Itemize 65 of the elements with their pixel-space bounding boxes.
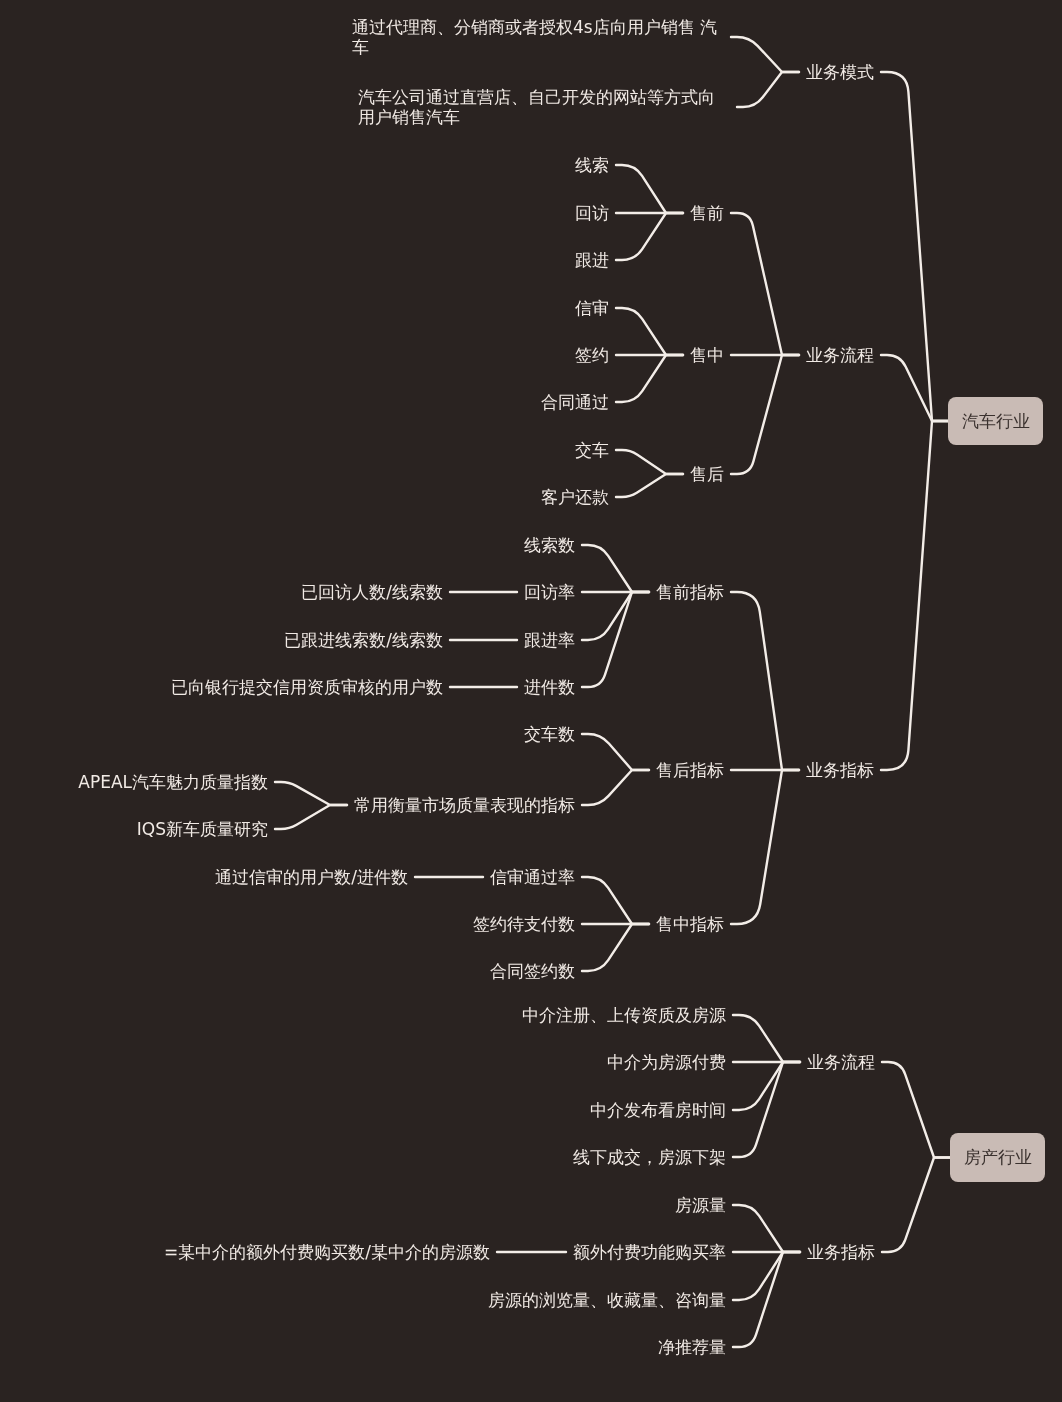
topic-text: APEAL汽车魅力质量指数 [78,771,268,793]
topic-text: =某中介的额外付费购买数/某中介的房源数 [164,1241,490,1263]
connector-line [580,768,651,807]
topic-text: 通过代理商、分销商或者授权4s店向用户销售 汽车 [352,16,724,58]
topic-text: 合同通过 [541,391,609,413]
connector-line [614,211,685,262]
connector-line [273,803,349,831]
topic-text: 房源量 [675,1194,726,1216]
connector-line [448,590,519,594]
connector-line [448,685,519,689]
topic-text: 进件数 [524,676,575,698]
topic-text: 售中指标 [656,913,724,935]
topic-text: 已向银行提交信用资质审核的用户数 [171,676,443,698]
topic-text: 中介发布看房时间 [590,1099,726,1121]
topic-text: 信审 [575,297,609,319]
topic-text: 房源的浏览量、收藏量、咨询量 [488,1289,726,1311]
topic-text: 签约待支付数 [473,913,575,935]
topic-text: 交车 [575,439,609,461]
connector-line [731,1250,802,1349]
topic-text: 线索 [575,154,609,176]
topic-text: 售前 [690,202,724,224]
topic-text: 业务模式 [806,61,874,83]
root-topic-box: 汽车行业 [948,397,1043,445]
connector-line [495,1250,568,1254]
topic-text: 已回访人数/线索数 [301,581,443,603]
topic-text: 汽车公司通过直营店、自己开发的网站等方式向用户销售汽车 [358,86,730,128]
topic-text: 中介注册、上传资质及房源 [522,1004,726,1026]
connector-line [580,922,651,973]
topic-text: 售中 [690,344,724,366]
topic-text: 业务流程 [807,1051,875,1073]
topic-text: 已跟进线索数/线索数 [284,629,443,651]
topic-text: 常用衡量市场质量表现的指标 [354,794,575,816]
topic-text: 跟进率 [524,629,575,651]
topic-text: 回访率 [524,581,575,603]
topic-text: 售前指标 [656,581,724,603]
topic-text: 业务指标 [807,1241,875,1263]
topic-text: 售后 [690,463,724,485]
topic-text: 线下成交，房源下架 [573,1146,726,1168]
topic-text: 信审通过率 [490,866,575,888]
connector-line [614,472,685,499]
topic-text: 合同签约数 [490,960,575,982]
topic-text: 通过信审的用户数/进件数 [215,866,408,888]
topic-text: 交车数 [524,723,575,745]
topic-text: 线索数 [524,534,575,556]
connector-line [448,638,519,642]
connector-line [880,1156,952,1254]
topic-text: 中介为房源付费 [607,1051,726,1073]
connector-line [580,590,651,689]
connector-line [614,353,685,404]
connector-line [729,768,801,926]
topic-text: IQS新车质量研究 [136,818,268,840]
topic-text: 净推荐量 [658,1336,726,1358]
connector-line [413,875,485,879]
topic-text: 跟进 [575,249,609,271]
connector-line [731,1060,802,1159]
topic-text: 业务指标 [806,759,874,781]
root-topic-box: 房产行业 [950,1133,1045,1182]
topic-text: 回访 [575,202,609,224]
topic-text: 客户还款 [541,486,609,508]
connector-line [735,70,801,109]
topic-text: 签约 [575,344,609,366]
topic-text: 额外付费功能购买率 [573,1241,726,1263]
connector-line [879,419,950,772]
topic-text: 业务流程 [806,344,874,366]
topic-text: 售后指标 [656,759,724,781]
